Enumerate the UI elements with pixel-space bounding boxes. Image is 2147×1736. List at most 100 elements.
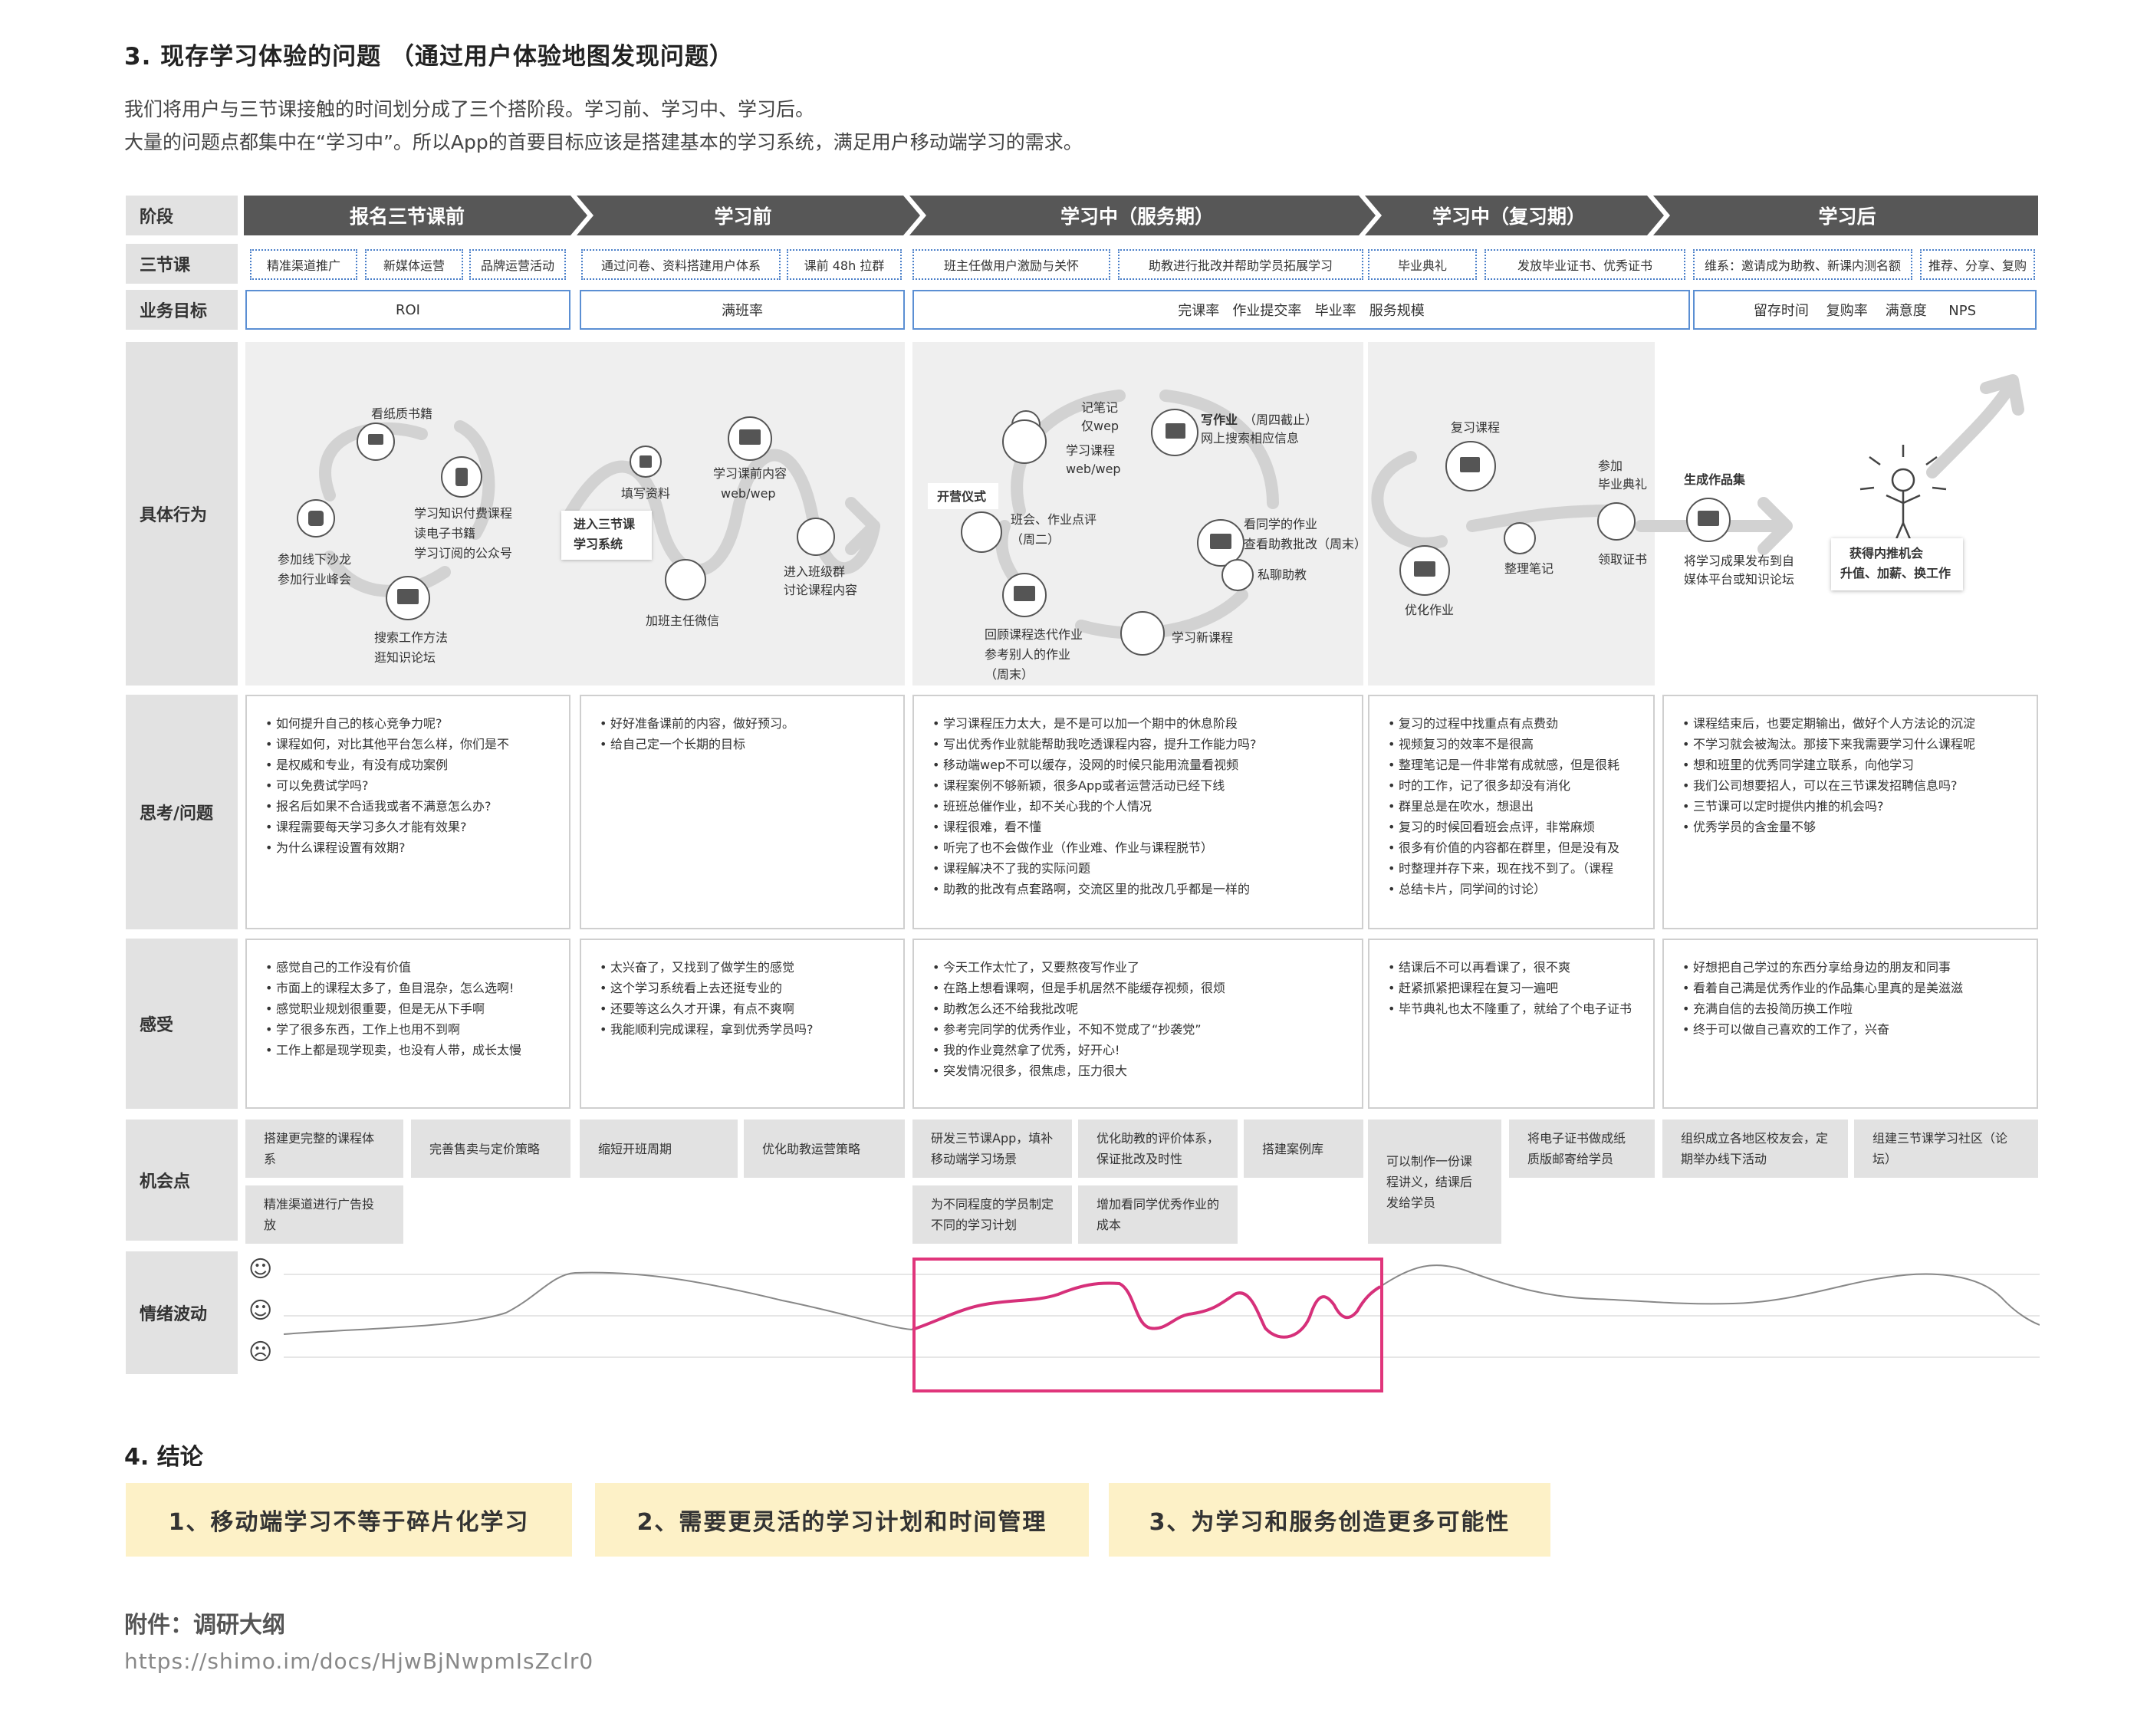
intro-line-1: 我们将用户与三节课接触的时间划分成了三个搭阶段。学习前、学习中、学习后。 [124, 98, 815, 120]
conclusion-3: 3、为学习和服务创造更多可能性 [1109, 1483, 1550, 1557]
goal-completion: 完课率 作业提交率 毕业率 服务规模 [912, 290, 1690, 330]
emotion-chart [283, 1258, 2040, 1392]
act-private-chat: 私聊助教 [1258, 567, 1307, 582]
feeling-card-3: 今天工作太忙了，又要熬夜写作业了在路上想看课啊，但是手机居然不能缓存视频，很烦助… [912, 939, 1363, 1109]
row-label-stage: 阶段 [126, 196, 238, 235]
enter-system-box [561, 511, 652, 560]
act-publish-1: 将学习成果发布到自 [1684, 554, 1795, 568]
act-notes: 记笔记 [1081, 400, 1119, 415]
opportunity-box: 优化助教运营策略 [744, 1120, 905, 1178]
phase-4: 学习中（复习期） [1432, 205, 1586, 228]
act-weekend: （周末） [985, 667, 1034, 682]
phase-arrow-band [244, 196, 2038, 235]
act-new-course: 学习新课程 [1172, 630, 1234, 645]
opportunity-box: 完善售卖与定价策略 [411, 1120, 570, 1178]
phase-1: 报名三节课前 [349, 205, 465, 228]
phase-2: 学习前 [714, 205, 772, 228]
course-tag: 新媒体运营 [365, 249, 463, 280]
act-optimize-work: 优化作业 [1405, 603, 1455, 617]
row-label-opportunity: 机会点 [126, 1120, 238, 1241]
course-tag: 助教进行批改并帮助学员拓展学习 [1118, 249, 1363, 280]
act-join-group: 进入班级群 [784, 564, 846, 579]
act-enter: 进入三节课 [574, 517, 636, 531]
feeling-card-1: 感觉自己的工作没有价值市面上的课程太多了，鱼目混杂，怎么选啊!感觉职业规划很重要… [245, 939, 570, 1109]
opening-box [928, 483, 998, 509]
act-paid-course: 学习知识付费课程 [414, 506, 513, 521]
act-tuesday: （周二） [1011, 532, 1060, 547]
act-ref-work: 参考别人的作业 [985, 647, 1071, 662]
row-label-feeling: 感受 [126, 939, 238, 1109]
act-paper-book: 看纸质书籍 [371, 406, 433, 421]
act-discuss: 讨论课程内容 [784, 583, 858, 597]
thinking-card-5: 课程结束后，也要定期输出，做好个人方法论的沉淀不学习就会被淘汰。那接下来我需要学… [1662, 695, 2038, 929]
course-tag: 发放毕业证书、优秀证书 [1484, 249, 1685, 280]
opportunity-box: 为不同程度的学员制定不同的学习计划 [912, 1185, 1072, 1244]
opportunity-box: 优化助教的评价体系，保证批改及时性 [1078, 1120, 1238, 1178]
row-label-thinking: 思考/问题 [126, 695, 238, 929]
course-tag: 班主任做用户激励与关怀 [912, 249, 1110, 280]
goal-fill-rate: 满班率 [580, 290, 905, 330]
thinking-card-4: 复习的过程中找重点有点费劲视频复习的效率不是很高整理笔记是一件非常有成就感，但是… [1368, 695, 1655, 929]
opportunity-box: 增加看同学优秀作业的成本 [1078, 1185, 1238, 1244]
act-ta-review: 查看助教批改（周末） [1244, 537, 1367, 551]
act-publish-2: 媒体平台或知识论坛 [1684, 572, 1795, 587]
act-portfolio: 生成作品集 [1684, 472, 1746, 487]
act-class-meeting: 班会、作业点评 [1011, 512, 1097, 527]
act-web-wep: web/wep [721, 486, 776, 501]
appendix-title: 附件：调研大纲 [124, 1612, 285, 1639]
thinking-card-1: 如何提升自己的核心竞争力呢?课程如何，对比其他平台怎么样，你们是不是权威和专业，… [245, 695, 570, 929]
opportunity-box: 搭建案例库 [1244, 1120, 1363, 1178]
course-tag: 毕业典礼 [1368, 249, 1477, 280]
act-homework-due: （周四截止） [1244, 413, 1318, 427]
row-label-course: 三节课 [126, 244, 238, 284]
neutral-face-icon: ☺ [248, 1297, 273, 1324]
course-tag: 品牌运营活动 [469, 249, 566, 280]
opportunity-box: 搭建更完整的课程体系 [245, 1120, 403, 1178]
act-study-web: web/wep [1066, 462, 1121, 476]
act-summit: 参加行业峰会 [278, 572, 352, 587]
opportunity-box: 组织成立各地区校友会，定期举办线下活动 [1662, 1120, 1848, 1178]
behavior-flow-curves [319, 374, 2024, 639]
act-certificate: 领取证书 [1598, 552, 1648, 567]
act-forum: 逛知识论坛 [374, 650, 436, 665]
row-label-behavior: 具体行为 [126, 342, 238, 686]
behavior-icons [297, 409, 1947, 656]
thinking-card-3: 学习课程压力太大，是不是可以加一个期中的休息阶段写出优秀作业就能帮助我吃透课程内… [912, 695, 1363, 929]
act-graduation: 毕业典礼 [1598, 477, 1648, 492]
act-search-info: 网上搜索相应信息 [1201, 431, 1300, 446]
opportunity-box: 精准渠道进行广告投放 [245, 1185, 403, 1244]
conclusion-title: 4. 结论 [124, 1444, 203, 1471]
referral-box [1831, 538, 1963, 590]
act-organize-notes: 整理笔记 [1504, 561, 1554, 576]
opportunity-box: 缩短开班周期 [580, 1120, 738, 1178]
act-referral: 获得内推机会 [1849, 546, 1924, 561]
course-tag: 精准渠道推广 [250, 249, 357, 280]
course-tag: 维系：邀请成为助教、新课内测名额 [1693, 249, 1912, 280]
intro-line-2: 大量的问题点都集中在“学习中”。所以App的首要目标应该是搭建基本的学习系统，满… [124, 131, 1083, 153]
phase-5: 学习后 [1818, 205, 1876, 228]
course-tag: 课前 48h 拉群 [787, 249, 902, 280]
act-search-method: 搜索工作方法 [374, 630, 449, 645]
goal-retention: 留存时间 复购率 满意度 NPS [1693, 290, 2037, 330]
opportunity-box: 将电子证书做成纸质版邮寄给学员 [1509, 1120, 1655, 1178]
appendix-link[interactable]: https://shimo.im/docs/HjwBjNwpmIsZclr0 [124, 1649, 594, 1674]
act-opening: 开营仪式 [937, 489, 987, 504]
act-review-course: 回顾课程迭代作业 [985, 627, 1083, 642]
happy-face-icon: ☺ [248, 1256, 273, 1283]
opportunity-box: 组建三节课学习社区（论坛） [1854, 1120, 2038, 1178]
thinking-card-2: 好好准备课前的内容，做好预习。给自己定一个长期的目标 [580, 695, 905, 929]
act-homework: 写作业 [1201, 413, 1238, 427]
act-pre-content: 学习课前内容 [713, 466, 787, 481]
act-review: 复习课程 [1451, 420, 1501, 435]
act-peer-work: 看同学的作业 [1244, 517, 1318, 531]
conclusion-2: 2、需要更灵活的学习计划和时间管理 [595, 1483, 1089, 1557]
opportunity-box: 研发三节课App，填补移动端学习场景 [912, 1120, 1072, 1178]
row-label-emotion: 情绪波动 [126, 1251, 238, 1374]
section-title: 3. 现存学习体验的问题 （通过用户体验地图发现问题） [124, 43, 734, 71]
act-promotion: 升值、加薪、换工作 [1840, 566, 1951, 580]
act-subscription: 学习订阅的公众号 [414, 546, 513, 561]
course-tag: 通过问卷、资料搭建用户体系 [581, 249, 781, 280]
feeling-card-2: 太兴奋了，又找到了做学生的感觉这个学习系统看上去还挺专业的还要等这么久才开课，有… [580, 939, 905, 1109]
conclusion-1: 1、移动端学习不等于碎片化学习 [126, 1483, 572, 1557]
goal-roi: ROI [245, 290, 570, 330]
